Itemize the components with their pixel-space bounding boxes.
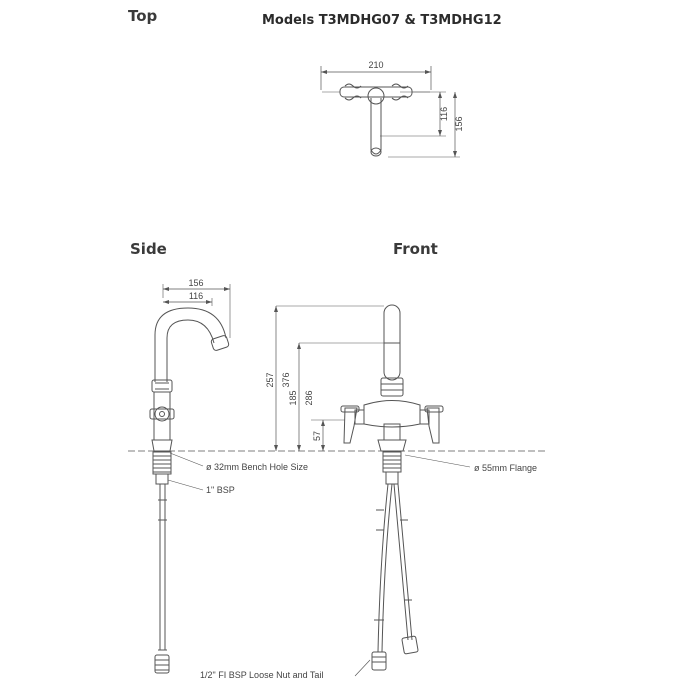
callout-flange: ø 55mm Flange [474,463,537,473]
models-title: Models T3MDHG07 & T3MDHG12 [262,13,502,28]
dim-front-185: 185 [288,390,298,405]
top-view [320,66,460,158]
dim-top-156: 156 [454,116,464,131]
callout-bench-hole: ø 32mm Bench Hole Size [206,462,308,472]
top-view-title: Top [128,7,158,25]
front-view [274,304,471,677]
side-view [149,284,231,674]
dim-side-156: 156 [188,278,203,288]
dim-side-116: 116 [189,291,203,301]
dim-top-116: 116 [439,107,449,121]
side-view-title: Side [130,240,167,258]
dim-front-376: 376 [281,372,291,387]
callout-bsp: 1" BSP [206,485,235,495]
dim-front-257: 257 [265,372,275,387]
dim-front-286: 286 [304,390,314,405]
front-view-title: Front [393,240,438,258]
dim-top-width: 210 [368,60,383,70]
callout-loose-nut: 1/2" FI BSP Loose Nut and Tail [200,670,323,680]
dim-front-57: 57 [312,431,322,441]
